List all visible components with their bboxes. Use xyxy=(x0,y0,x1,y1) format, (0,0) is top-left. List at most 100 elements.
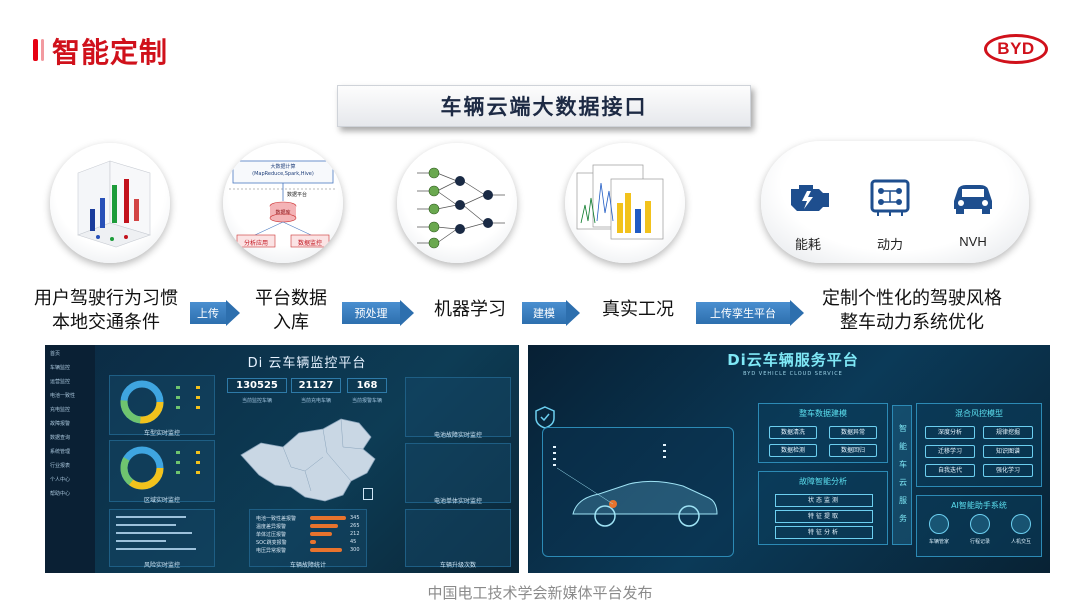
service-box-fault-analysis: 故障智能分析 状态监测 特征提取 特征分析 xyxy=(758,471,888,545)
fault-bar-label: 电池一致性差报警 xyxy=(256,516,297,522)
service-title: Di云车辆服务平台 xyxy=(727,351,859,369)
car-icon xyxy=(948,175,998,219)
optimization-targets-pill: 能耗 动力 NVH xyxy=(761,141,1029,263)
flow-step-2: 平台数据 入库 xyxy=(246,287,336,335)
fault-bar-value: 45 xyxy=(350,539,357,545)
monitor-title: Di 云车辆监控平台 xyxy=(247,356,367,371)
diagram-left-button: 分析应用 xyxy=(243,240,268,247)
vertical-char: 智 xyxy=(899,424,907,433)
pill-label-power: 动力 xyxy=(876,238,903,253)
flow-step-3: 机器学习 xyxy=(434,299,506,320)
vertical-char: 车 xyxy=(899,460,907,469)
flow-step-2-line2: 入库 xyxy=(273,312,309,333)
monitor-side-item: 车辆监控 xyxy=(50,365,71,371)
monitor-panel-title: 电池故障实时监控 xyxy=(433,432,482,439)
monitor-stat-label: 当前充电车辆 xyxy=(300,398,331,404)
banner-title: 车辆云端大数据接口 xyxy=(337,85,751,127)
service-btn: 深度分析 xyxy=(925,426,975,439)
ml-circle xyxy=(397,143,517,263)
monitor-side-item: 电池一致性 xyxy=(50,393,76,399)
monitoring-platform-screenshot: 首页 车辆监控 运营监控 电池一致性 充电监控 故障报警 数据查询 系统管理 行… xyxy=(45,345,519,573)
monitor-panel-upgrade: 车辆升级次数 xyxy=(405,509,511,569)
flow-step-5-line1: 定制个性化的驾驶风格 xyxy=(822,288,1002,309)
service-box-ai-assistant: AI智能助手系统 车辆管家 行程记录 人机交互 xyxy=(916,495,1042,557)
diagram-db-label: 数据库 xyxy=(275,210,291,216)
fault-bar-value: 345 xyxy=(350,515,360,521)
car-schematic-panel xyxy=(542,427,734,557)
service-btn: 强化学习 xyxy=(983,464,1033,477)
flow-step-2-line1: 平台数据 xyxy=(255,288,327,309)
flow-step-5-line2: 整车动力系统优化 xyxy=(840,312,984,333)
donut-chart-icon xyxy=(120,446,200,490)
vertical-char: 务 xyxy=(899,514,907,523)
diagram-top-box-label: 大数据计算 (MapReduce,Spark,Hive) xyxy=(252,164,314,177)
monitor-stat-label: 当前监控车辆 xyxy=(241,398,272,404)
monitor-side-item: 行业报表 xyxy=(50,463,71,469)
monitor-side-item: 帮助中心 xyxy=(50,491,71,497)
vertical-char: 云 xyxy=(899,478,907,487)
shield-icon xyxy=(535,406,555,429)
neural-network-icon xyxy=(417,167,505,249)
china-map xyxy=(240,418,376,502)
fault-bar-value: 265 xyxy=(350,523,360,529)
service-row: 特征提取 xyxy=(775,510,873,523)
vertical-char: 能 xyxy=(899,442,907,451)
real-condition-circle xyxy=(565,143,685,263)
byd-logo: BYD xyxy=(984,34,1048,64)
service-btn: 数据检测 xyxy=(769,444,817,457)
service-btn: 自我迭代 xyxy=(925,464,975,477)
monitor-side-item: 故障报警 xyxy=(50,421,71,427)
flow-arrow-model: 建模 xyxy=(522,300,580,326)
monitor-stat-value: 168 xyxy=(347,378,387,393)
service-btn: 数据异常 xyxy=(829,426,877,439)
service-btn: 迁移学习 xyxy=(925,445,975,458)
ai-assistant-icon xyxy=(1011,514,1031,534)
title-accent-bar xyxy=(33,39,38,61)
service-btn: 知识图谱 xyxy=(983,445,1033,458)
flow-arrow-upload: 上传 xyxy=(190,300,240,326)
monitor-panel-battery-fault: 电池故障实时监控 xyxy=(405,377,511,439)
service-box-title: 混合风控模型 xyxy=(955,409,1003,418)
fault-bar-label: SOC跳变报警 xyxy=(256,540,287,546)
pill-label-energy: 能耗 xyxy=(794,238,821,253)
monitor-stat-value: 130525 xyxy=(227,378,287,393)
engine-icon xyxy=(783,175,833,219)
service-platform-screenshot: Di云车辆服务平台 BYD VEHICLE CLOUD SERVICE 整车数据… xyxy=(528,345,1050,573)
fault-bar-value: 300 xyxy=(350,547,360,553)
title-accent-bar-light xyxy=(41,39,44,61)
flow-arrow-preprocess: 预处理 xyxy=(342,300,414,326)
diagram-right-button: 数据监控 xyxy=(297,240,322,247)
monitor-side-item: 运营监控 xyxy=(50,379,71,385)
monitor-panel-title: 电池单体实时监控 xyxy=(433,498,482,505)
monitor-sidebar: 首页 车辆监控 运营监控 电池一致性 充电监控 故障报警 数据查询 系统管理 行… xyxy=(45,345,95,573)
monitor-panel-title: 风险实时监控 xyxy=(143,562,180,569)
service-vertical-label: 智 能 车 云 服 务 xyxy=(892,405,912,545)
page-title: 智能定制 xyxy=(52,36,169,69)
chart-circle xyxy=(50,143,170,263)
service-btn: 数据回归 xyxy=(829,444,877,457)
monitor-panel-region: 区域实时监控 xyxy=(109,440,215,504)
fault-bar-label: 温度差异报警 xyxy=(256,524,287,530)
ai-item-label: 人机交互 xyxy=(1010,539,1031,545)
platform-diagram-circle: 大数据计算 (MapReduce,Spark,Hive) 数据平台 数据库 分析… xyxy=(223,143,343,263)
service-box-modeling: 整车数据建模 数据清洗 数据异常 数据检测 数据回归 xyxy=(758,403,888,463)
flow-step-1-line1: 用户驾驶行为习惯 xyxy=(34,288,178,309)
service-box-title: 故障智能分析 xyxy=(799,477,847,486)
monitor-side-item: 个人中心 xyxy=(50,477,71,483)
monitor-panel-title: 车辆故障统计 xyxy=(289,562,326,569)
ai-item-label: 行程记录 xyxy=(969,539,990,545)
service-btn: 数据清洗 xyxy=(769,426,817,439)
ai-assistant-icon xyxy=(929,514,949,534)
monitor-side-item: 系统管理 xyxy=(50,449,71,455)
fault-bar-label: 单体过压报警 xyxy=(256,532,287,538)
service-box-title: AI智能助手系统 xyxy=(951,501,1007,510)
fault-bar-value: 212 xyxy=(350,531,360,537)
flow-step-4: 真实工况 xyxy=(602,299,674,320)
flow-step-5: 定制个性化的驾驶风格 整车动力系统优化 xyxy=(802,287,1022,335)
monitor-side-item: 首页 xyxy=(50,351,61,357)
service-subtitle: BYD VEHICLE CLOUD SERVICE xyxy=(743,371,843,377)
pill-label-nvh: NVH xyxy=(959,234,987,249)
monitor-panel-title: 车型实时监控 xyxy=(143,430,180,437)
service-row: 特征分析 xyxy=(775,526,873,539)
car-schematic-icon xyxy=(553,444,718,527)
